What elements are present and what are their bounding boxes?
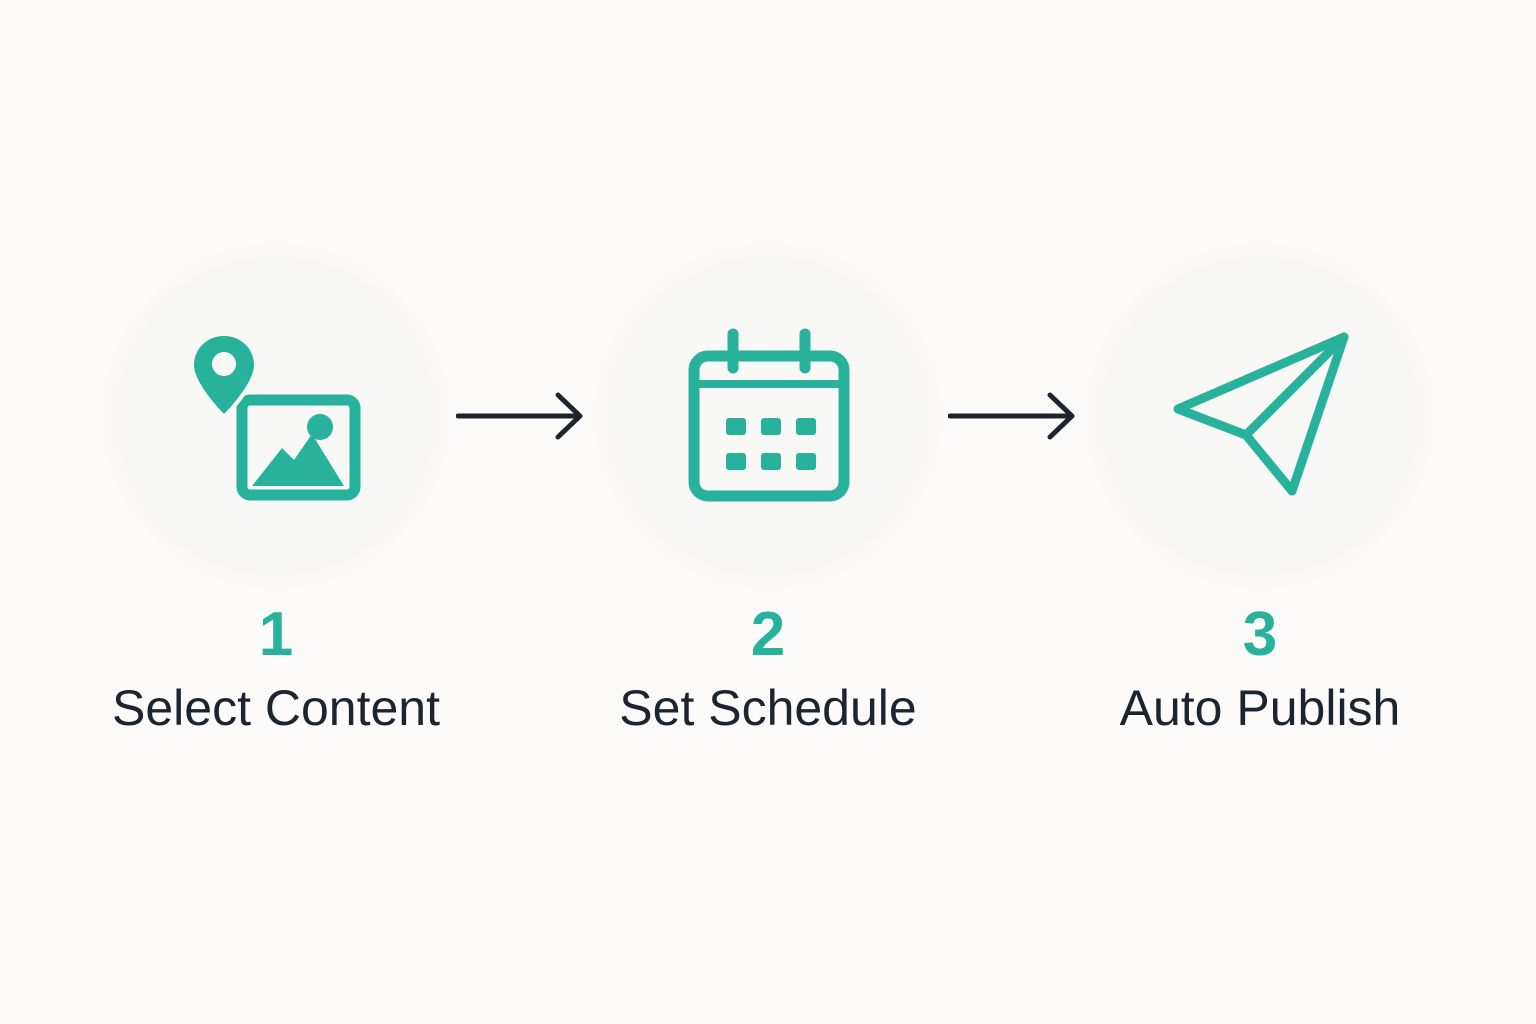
step-2-label: Set Schedule [619,680,917,736]
arrow-right-icon [948,392,1075,440]
step-auto-publish: 3 Auto Publish [1106,262,1414,736]
calendar-icon [688,328,850,502]
arrow-right-icon [456,392,583,440]
step-1-label: Select Content [112,680,440,736]
step-3-label: Auto Publish [1119,680,1401,736]
image-location-icon [186,328,361,501]
paper-plane-icon [1173,332,1349,496]
step-1-number: 1 [258,600,294,669]
step-select-content: 1 Select Content [112,262,440,736]
step-set-schedule: 2 Set Schedule [614,262,922,736]
step-1-circle [122,262,430,570]
step-2-circle [614,262,922,570]
step-3-circle [1106,262,1414,570]
step-3-number: 3 [1242,600,1278,669]
step-2-number: 2 [750,600,786,669]
